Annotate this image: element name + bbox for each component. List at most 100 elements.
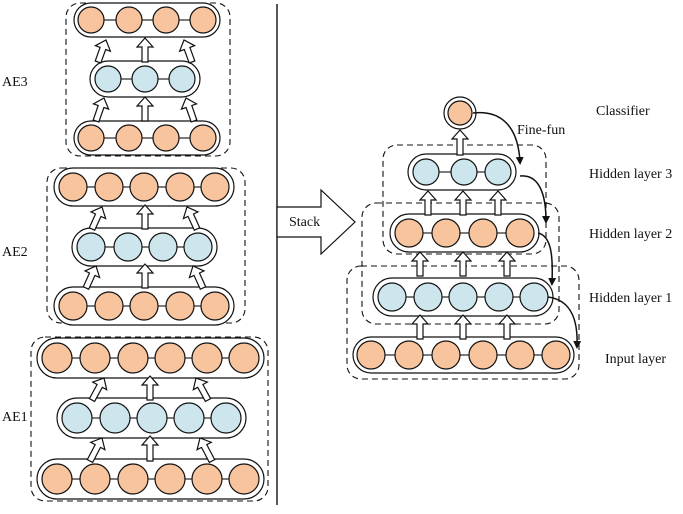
hidden-layer-1-label: Hidden layer 1 bbox=[589, 291, 672, 306]
ae2-output-layer-node bbox=[94, 172, 124, 202]
ae3-box bbox=[65, 2, 231, 157]
input-to-h1-arrow-up bbox=[497, 314, 517, 340]
hidden-layer-1-node bbox=[519, 282, 549, 312]
ae1-output-layer-node bbox=[191, 342, 223, 374]
ae2-hidden-layer-node bbox=[148, 232, 178, 262]
finetune-arrow-h3-to-h2 bbox=[519, 175, 550, 224]
finetune-label: Fine-fun bbox=[517, 123, 565, 138]
ae3-label: AE3 bbox=[2, 75, 28, 90]
finetune-arrow-classifier-to-h3 bbox=[472, 111, 524, 165]
input-layer-label: Input layer bbox=[605, 352, 666, 367]
ae1-arrow-up bbox=[192, 377, 212, 403]
ae1-output-layer-node bbox=[41, 342, 73, 374]
h1-to-h2-arrow-up bbox=[410, 251, 430, 277]
ae1-input-layer-node bbox=[79, 463, 111, 495]
input-to-h1-arrow-up bbox=[410, 314, 430, 340]
ae2-output-layer-node bbox=[200, 172, 230, 202]
ae3-input-layer-node bbox=[115, 124, 143, 152]
input-layer-node bbox=[431, 340, 461, 370]
ae3-output-layer-node bbox=[189, 6, 217, 34]
diagram-content bbox=[30, 2, 580, 502]
ae1-hidden-layer-node bbox=[173, 402, 205, 434]
ae2-arrow-up bbox=[182, 206, 201, 231]
ae2-output-layer-node bbox=[129, 172, 159, 202]
ae2-input-layer-node bbox=[200, 291, 230, 321]
ae1-box bbox=[30, 336, 269, 502]
classifier-node bbox=[447, 100, 473, 126]
classifier-arrow-up bbox=[450, 129, 470, 156]
ae1-hidden-layer-node bbox=[99, 402, 131, 434]
hidden-layer-3-node bbox=[450, 158, 478, 186]
classifier-label: Classifier bbox=[596, 104, 650, 119]
ae1-arrow-up bbox=[196, 437, 216, 464]
ae3-arrow-up bbox=[135, 37, 155, 63]
finetune-arrow-h1-to-input bbox=[547, 296, 582, 349]
ae3-input-layer-node bbox=[189, 124, 217, 152]
ae1-output-layer-node bbox=[154, 342, 186, 374]
h1-to-h2-arrow-up bbox=[497, 251, 517, 277]
ae1-input-layer-node bbox=[41, 463, 73, 495]
ae3-arrow-up bbox=[178, 39, 197, 64]
ae2-input-layer-node bbox=[94, 291, 124, 321]
input-layer-node bbox=[505, 340, 535, 370]
ae3-output-layer-node bbox=[152, 6, 180, 34]
hidden-layer-2-node bbox=[468, 218, 498, 248]
ae1-hidden-layer-node bbox=[136, 402, 168, 434]
hidden-layer-3-node bbox=[484, 158, 512, 186]
input-layer-node bbox=[394, 340, 424, 370]
h2-to-h3-arrow-up bbox=[418, 190, 438, 216]
ae3-arrow-up bbox=[135, 96, 155, 122]
ae2-arrow-up bbox=[88, 206, 107, 231]
ae2-arrow-up bbox=[188, 265, 207, 290]
ae1-output-layer-node bbox=[228, 342, 260, 374]
ae1-input-layer-node bbox=[117, 463, 149, 495]
ae1-output-layer-node bbox=[79, 342, 111, 374]
ae1-label: AE1 bbox=[2, 410, 28, 425]
ae2-hidden-layer-node bbox=[113, 232, 143, 262]
hidden-layer-2-node bbox=[394, 218, 424, 248]
stack-arrow bbox=[276, 188, 356, 256]
hidden-layer-1-node bbox=[413, 282, 443, 312]
hidden-layer-2-node bbox=[505, 218, 535, 248]
input-to-h1-arrow-up bbox=[453, 314, 473, 340]
ae3-hidden-layer-node bbox=[168, 65, 196, 93]
h2-to-h3-arrow-up bbox=[453, 190, 473, 216]
ae2-arrow-up bbox=[135, 263, 155, 289]
ae2-input-layer-node bbox=[58, 291, 88, 321]
ae1-arrow-up bbox=[86, 437, 106, 464]
ae3-hidden-layer-node bbox=[131, 65, 159, 93]
ae3-arrow-up bbox=[93, 39, 112, 64]
ae1-arrow-up bbox=[88, 377, 108, 403]
h2-to-h3-arrow-up bbox=[488, 190, 508, 216]
ae1-hidden-layer-node bbox=[61, 402, 93, 434]
hidden-layer-3-label: Hidden layer 3 bbox=[589, 167, 672, 182]
hidden-layer-1-node bbox=[484, 282, 514, 312]
ae1-input-layer-node bbox=[191, 463, 223, 495]
ae2-output-layer-node bbox=[165, 172, 195, 202]
hidden-layer-2-node bbox=[431, 218, 461, 248]
hidden-layer-1-node bbox=[377, 282, 407, 312]
input-layer-node bbox=[356, 340, 386, 370]
hidden-layer-1-node bbox=[448, 282, 478, 312]
ae2-input-layer-node bbox=[129, 291, 159, 321]
ae1-hidden-layer-node bbox=[210, 402, 242, 434]
ae2-hidden-layer-node bbox=[76, 232, 106, 262]
ae2-label: AE2 bbox=[2, 245, 28, 260]
ae2-hidden-layer-node bbox=[183, 232, 213, 262]
ae3-arrow-up bbox=[92, 97, 110, 123]
ae3-output-layer-node bbox=[77, 6, 105, 34]
finetune-arrow-h2-to-h1 bbox=[537, 232, 557, 286]
ae3-arrow-up bbox=[180, 97, 198, 123]
ae1-input-layer-node bbox=[154, 463, 186, 495]
ae3-input-layer-node bbox=[152, 124, 180, 152]
stack-label: Stack bbox=[289, 215, 320, 230]
ae1-output-layer-node bbox=[117, 342, 149, 374]
ae1-arrow-up bbox=[140, 375, 160, 401]
input-layer-node bbox=[541, 340, 571, 370]
ae3-input-layer-node bbox=[77, 124, 105, 152]
ae2-arrow-up bbox=[82, 265, 101, 290]
ae1-arrow-up bbox=[140, 435, 160, 462]
ae2-arrow-up bbox=[135, 204, 155, 230]
